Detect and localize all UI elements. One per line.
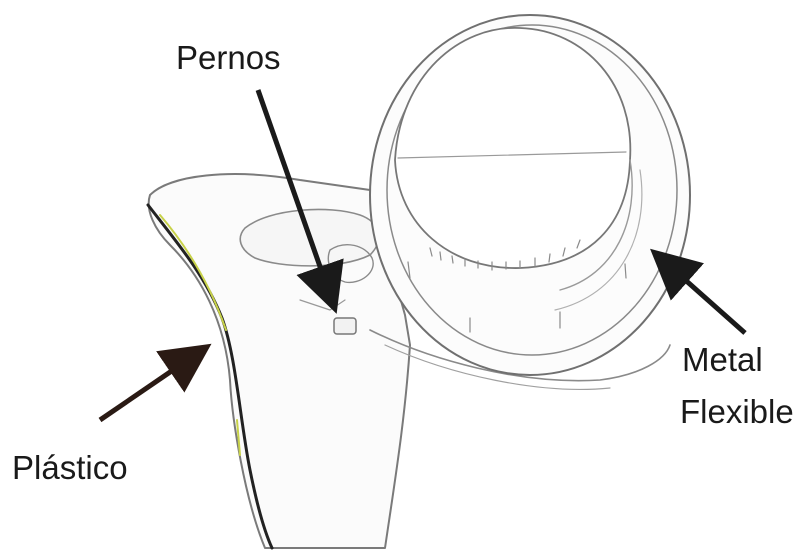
label-flexible: Flexible <box>680 392 794 432</box>
arrow-metal-icon <box>665 262 745 333</box>
label-plastico: Plástico <box>12 448 128 488</box>
label-pernos: Pernos <box>176 38 281 78</box>
arrow-plastico-icon <box>100 355 195 420</box>
device-sketch-icon <box>148 15 690 548</box>
bolt <box>334 318 356 334</box>
label-metal: Metal <box>682 340 763 380</box>
